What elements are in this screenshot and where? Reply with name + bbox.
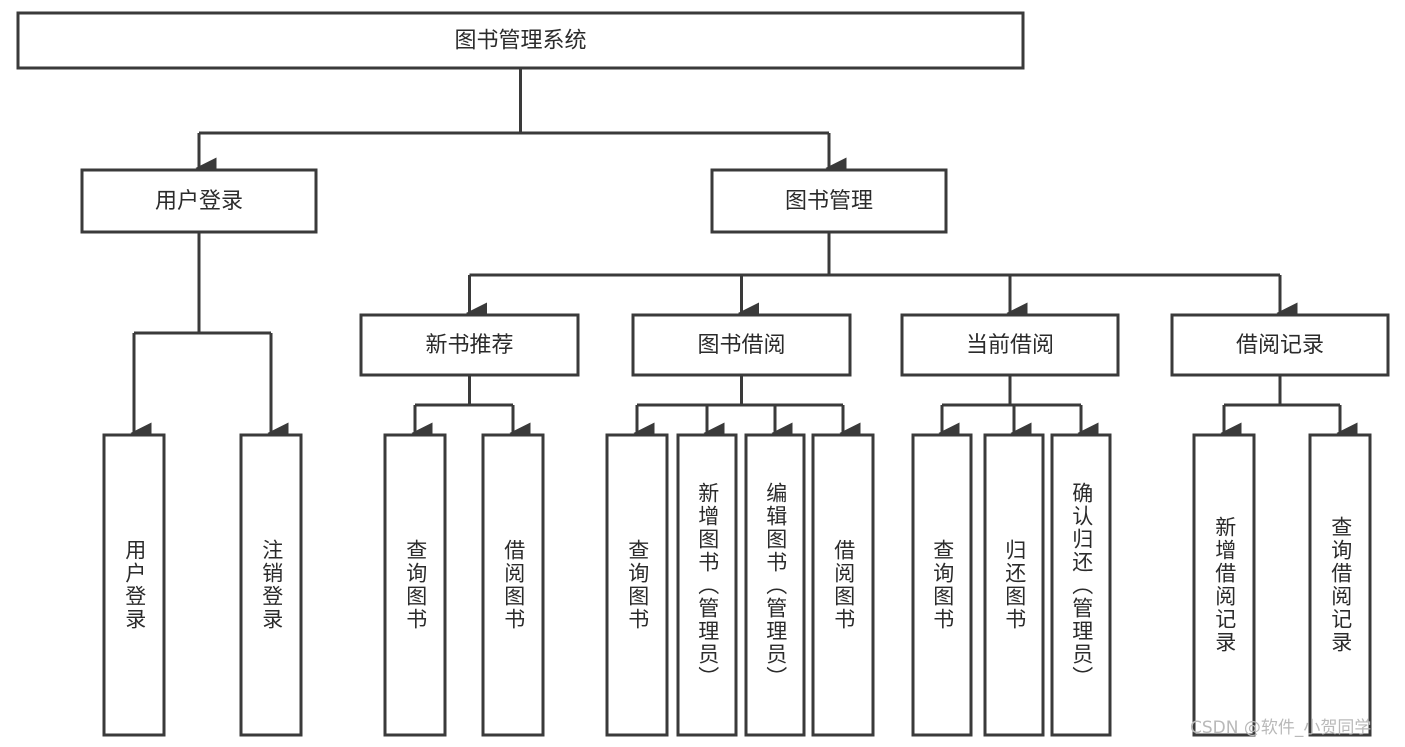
node-book-manage[interactable]: 图书管理: [710, 168, 948, 234]
node-leaf-query-book-2[interactable]: [605, 433, 669, 737]
node-current-borrow[interactable]: 当前借阅: [900, 313, 1120, 377]
node-new-book-rec[interactable]: 新书推荐: [359, 313, 580, 377]
node-book-borrow-label: 图书借阅: [697, 333, 785, 358]
node-borrow-record-label: 借阅记录: [1236, 333, 1324, 358]
node-leaf-confirm-return[interactable]: [1050, 433, 1112, 737]
node-root[interactable]: 图书管理系统: [16, 11, 1025, 70]
node-leaf-return-book[interactable]: [983, 433, 1045, 737]
node-book-borrow[interactable]: 图书借阅: [631, 313, 852, 377]
node-leaf-user-login[interactable]: [102, 433, 166, 737]
node-leaf-edit-book[interactable]: [744, 433, 806, 737]
connector-edges: [130, 68, 1358, 444]
node-leaf-user-logout[interactable]: [239, 433, 303, 737]
node-leaf-query-book-3[interactable]: [911, 433, 973, 737]
node-new-book-rec-label: 新书推荐: [425, 333, 513, 358]
node-borrow-record[interactable]: 借阅记录: [1170, 313, 1390, 377]
node-leaf-query-book-1[interactable]: [383, 433, 447, 737]
node-user-login-label: 用户登录: [155, 189, 243, 214]
node-user-login[interactable]: 用户登录: [80, 168, 318, 234]
node-leaf-add-record[interactable]: [1192, 433, 1256, 737]
node-current-borrow-label: 当前借阅: [966, 333, 1054, 358]
node-root-label: 图书管理系统: [454, 29, 586, 54]
node-leaf-query-record[interactable]: [1308, 433, 1372, 737]
node-leaf-borrow-book-2[interactable]: [811, 433, 875, 737]
node-leaf-borrow-book-1[interactable]: [481, 433, 545, 737]
node-book-manage-label: 图书管理: [785, 189, 873, 214]
node-leaf-add-book[interactable]: [676, 433, 738, 737]
